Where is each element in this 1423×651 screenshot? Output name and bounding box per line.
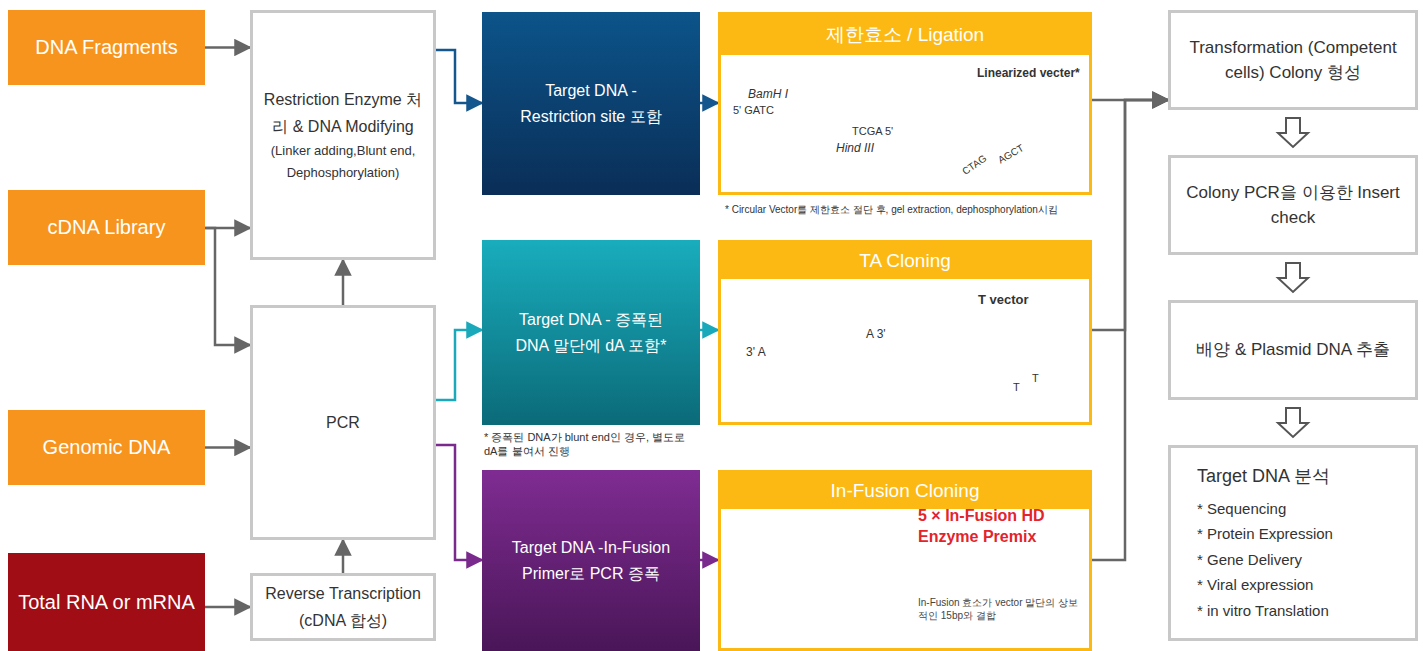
annotation-label: * Circular Vector를 제한효소 절단 후, gel extrac… (725, 203, 1058, 217)
flow-arrow (342, 260, 345, 305)
block-arrow (1278, 118, 1308, 147)
node-text: cDNA Library (48, 216, 166, 239)
process-box: Reverse Transcription (cDNA 합성) (250, 573, 436, 641)
node-text: 제한효소 / Ligation (721, 15, 1089, 55)
flow-arrow (205, 446, 250, 449)
process-box: Total RNA or mRNA (8, 553, 205, 651)
node-text: Reverse Transcription (cDNA 합성) (263, 580, 423, 634)
annotation-label: 5 × In-Fusion HD Enzyme Premix (918, 506, 1078, 548)
flow-arrow (436, 445, 482, 560)
method-panel: 제한효소 / Ligation (718, 12, 1092, 195)
node-text: * Viral expression (1197, 572, 1313, 598)
node-text: Target DNA -Restriction site 포함 (510, 78, 672, 129)
node-text: * Protein Expression (1197, 521, 1333, 547)
node-text: Genomic DNA (43, 436, 171, 459)
node-text: (Linker adding,Blunt end, Dephosphorylat… (263, 140, 423, 184)
node-text: * Sequencing (1197, 496, 1286, 522)
block-arrow (1278, 408, 1308, 437)
process-box: Target DNA - 증폭된 DNA 말단에 dA 포함* (482, 240, 700, 425)
flow-arrow (342, 540, 345, 573)
annotation-label: * 증폭된 DNA가 blunt end인 경우, 별도로 dA를 붙여서 진행 (484, 430, 699, 459)
flow-arrow (205, 606, 250, 609)
annotation-label: Hind III (836, 141, 874, 155)
flow-arrow (436, 50, 482, 103)
annotation-label: BamH I (748, 87, 788, 101)
process-box: Target DNA -Restriction site 포함 (482, 12, 700, 195)
flow-arrow (1092, 100, 1168, 560)
flow-arrow (1092, 100, 1168, 330)
analysis-box: Target DNA 분석 * Sequencing* Protein Expre… (1168, 445, 1418, 641)
node-text: Target DNA - 증폭된 DNA 말단에 dA 포함* (510, 307, 672, 358)
node-text: DNA Fragments (35, 36, 177, 59)
node-text: Restriction Enzyme 처리 & DNA Modifying (263, 86, 423, 140)
node-text: Total RNA or mRNA (18, 591, 195, 614)
method-panel: In-Fusion Cloning (718, 470, 1092, 651)
flow-arrow (436, 330, 482, 400)
node-text: * Gene Delivery (1197, 547, 1302, 573)
block-arrow (1278, 263, 1308, 292)
annotation-label: TCGA 5' (852, 125, 893, 137)
process-box: Target DNA -In-Fusion Primer로 PCR 증폭 (482, 470, 700, 651)
node-text: Target DNA 분석 (1197, 463, 1330, 490)
annotation-label: T vector (978, 292, 1029, 307)
annotation-label: 5' GATC (733, 104, 774, 116)
process-box: Genomic DNA (8, 410, 205, 485)
process-box: Restriction Enzyme 처리 & DNA Modifying(Li… (250, 10, 436, 260)
node-text: Colony PCR을 이용한 Insert check (1183, 180, 1403, 231)
flow-arrow (205, 228, 250, 345)
annotation-label: In-Fusion 효소가 vector 말단의 상보적인 15bp와 결합 (918, 596, 1083, 622)
annotation-label: T (1013, 381, 1020, 393)
annotation-label: Linearized vecter* (977, 66, 1080, 80)
process-box: 배양 & Plasmid DNA 추출 (1168, 300, 1418, 400)
node-text: TA Cloning (721, 243, 1089, 279)
node-text: PCR (326, 409, 360, 436)
annotation-label: 3' A (746, 345, 766, 359)
node-text: * in vitro Translation (1197, 598, 1329, 624)
annotation-label: T (1032, 372, 1039, 384)
node-text: Transformation (Competent cells) Colony … (1183, 35, 1403, 86)
annotation-label: A 3' (866, 327, 886, 341)
flow-arrow (700, 329, 718, 332)
method-panel: TA Cloning (718, 240, 1092, 425)
flow-arrow (700, 559, 718, 562)
flow-arrow (700, 102, 718, 105)
node-text: In-Fusion Cloning (721, 473, 1089, 509)
process-box: Transformation (Competent cells) Colony … (1168, 10, 1418, 110)
process-box: Colony PCR을 이용한 Insert check (1168, 155, 1418, 255)
node-text: Target DNA -In-Fusion Primer로 PCR 증폭 (510, 535, 672, 586)
flow-arrow (205, 46, 250, 49)
process-box: DNA Fragments (8, 10, 205, 85)
process-box: cDNA Library (8, 190, 205, 265)
node-text: 배양 & Plasmid DNA 추출 (1196, 337, 1390, 363)
process-box: PCR (250, 305, 436, 540)
